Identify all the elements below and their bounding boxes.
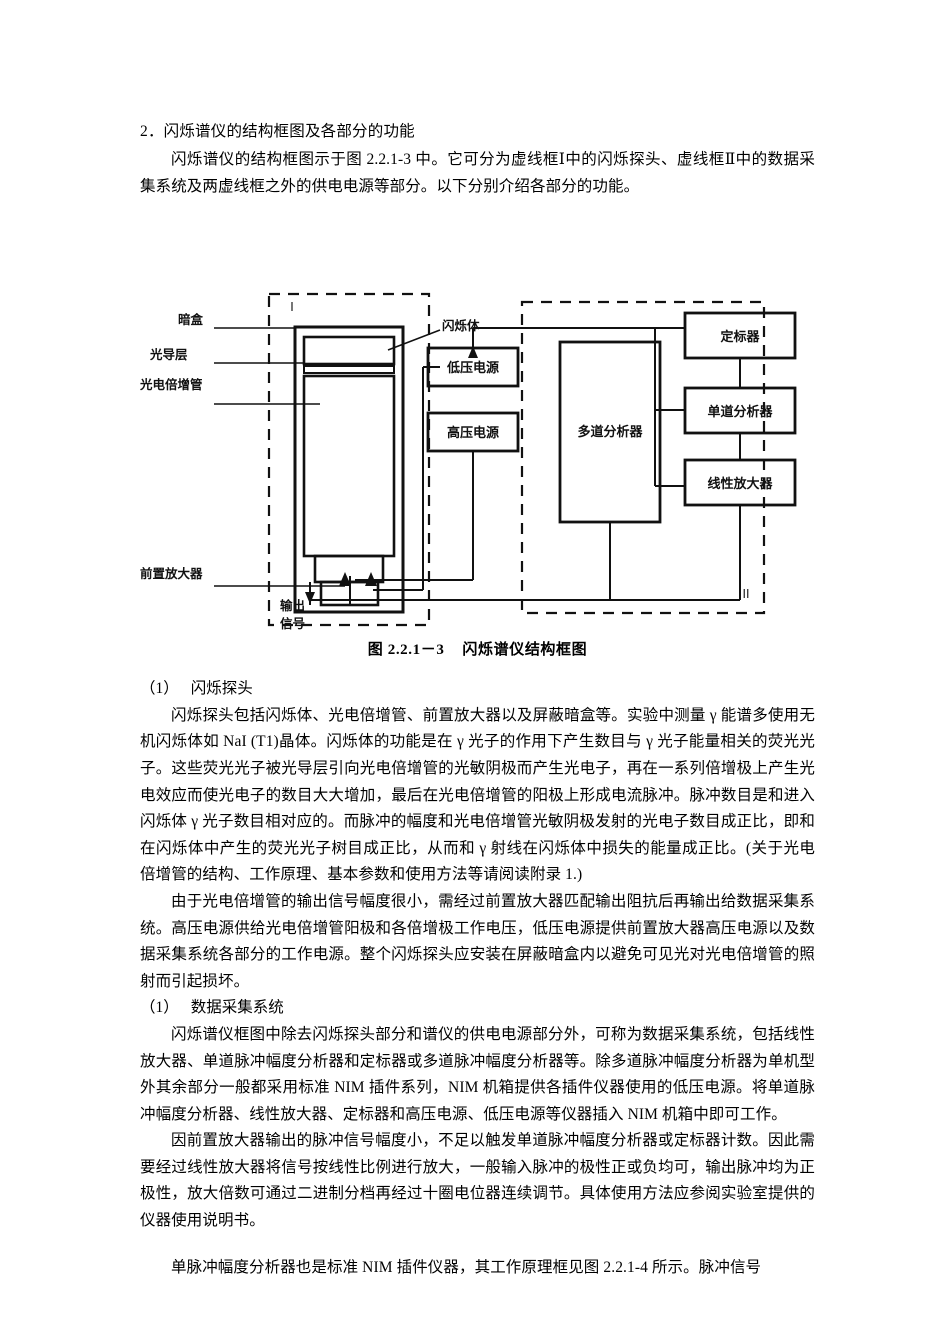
- subsection-2-heading: （1） 数据采集系统: [140, 995, 815, 1022]
- dashed-region-one: [267, 293, 431, 627]
- page-content: 2．闪烁谱仪的结构框图及各部分的功能 闪烁谱仪的结构框图示于图 2.2.1-3 …: [140, 118, 815, 1281]
- scintillation-spectrometer-block-diagram: Ⅰ Ⅱ: [140, 293, 797, 631]
- subsection-1-paragraph-1: 闪烁探头包括闪烁体、光电倍增管、前置放大器以及屏蔽暗盒等。实验中测量 γ 能谱多…: [140, 706, 815, 884]
- subsection-2-number: （1）: [140, 999, 179, 1017]
- scintillator-crystal: [302, 335, 396, 366]
- scintillator-leader: [387, 329, 441, 351]
- single-channel-analyzer-label: 单道分析器: [707, 404, 773, 419]
- figure-caption: 图 2.2.1－3 闪烁谱仪结构框图: [140, 638, 815, 659]
- subsection-2-paragraph-1: 闪烁谱仪框图中除去闪烁探头部分和谱仪的供电电源部分外，可称为数据采集系统，包括线…: [140, 1025, 815, 1123]
- figure-caption-title: 闪烁谱仪结构框图: [462, 642, 588, 659]
- subsection-2-paragraph-2: 因前置放大器输出的脉冲信号幅度小，不足以触发单道脉冲幅度分析器或定标器计数。因此…: [140, 1132, 815, 1230]
- output-signal-label-line2: 信号: [280, 616, 305, 631]
- light-guide-layer: [303, 365, 395, 375]
- scaler-label: 定标器: [719, 329, 760, 344]
- photomultiplier-tube: [302, 374, 396, 558]
- diagram-wiring: [309, 327, 741, 606]
- dashed-region-two: [520, 301, 766, 615]
- low-voltage-supply-label: 低压电源: [446, 360, 499, 375]
- preamplifier-label: 前置放大器: [140, 566, 203, 581]
- dark-box-housing: [293, 325, 405, 614]
- region-one-label: Ⅰ: [286, 300, 298, 314]
- subsection-1-title: 闪烁探头: [190, 680, 253, 698]
- section-heading: 2．闪烁谱仪的结构框图及各部分的功能: [140, 123, 415, 140]
- high-voltage-supply-label: 高压电源: [447, 425, 499, 440]
- dark-box-label: 暗盒: [178, 312, 204, 327]
- multichannel-analyzer-label: 多道分析器: [577, 424, 643, 439]
- scintillator-label: 闪烁体: [442, 318, 480, 333]
- output-signal-label-line1: 输出: [280, 598, 305, 613]
- intro-paragraph: 闪烁谱仪的结构框图示于图 2.2.1-3 中。它可分为虚线框Ⅰ中的闪烁探头、虚线…: [140, 151, 815, 195]
- photomultiplier-label: 光电倍增管: [140, 377, 203, 392]
- subsection-1-heading: （1） 闪烁探头: [140, 676, 815, 703]
- region-two-label: Ⅱ: [740, 587, 752, 601]
- subsection-1-paragraph-2: 由于光电倍增管的输出信号幅度很小，需经过前置放大器匹配输出阻抗后再输出给数据采集…: [140, 892, 815, 990]
- linear-amplifier-label: 线性放大器: [707, 476, 773, 491]
- figure-caption-label: 图 2.2.1－3: [367, 642, 445, 659]
- figure-2-2-1-3: Ⅰ Ⅱ: [140, 208, 815, 676]
- subsection-2-title: 数据采集系统: [190, 999, 284, 1017]
- light-guide-label: 光导层: [149, 347, 188, 362]
- diagram-arrowheads: [305, 346, 478, 605]
- subsection-1-number: （1）: [140, 680, 179, 698]
- subsection-2-paragraph-3: 单脉冲幅度分析器也是标准 NIM 插件仪器，其工作原理框见图 2.2.1-4 所…: [171, 1258, 762, 1276]
